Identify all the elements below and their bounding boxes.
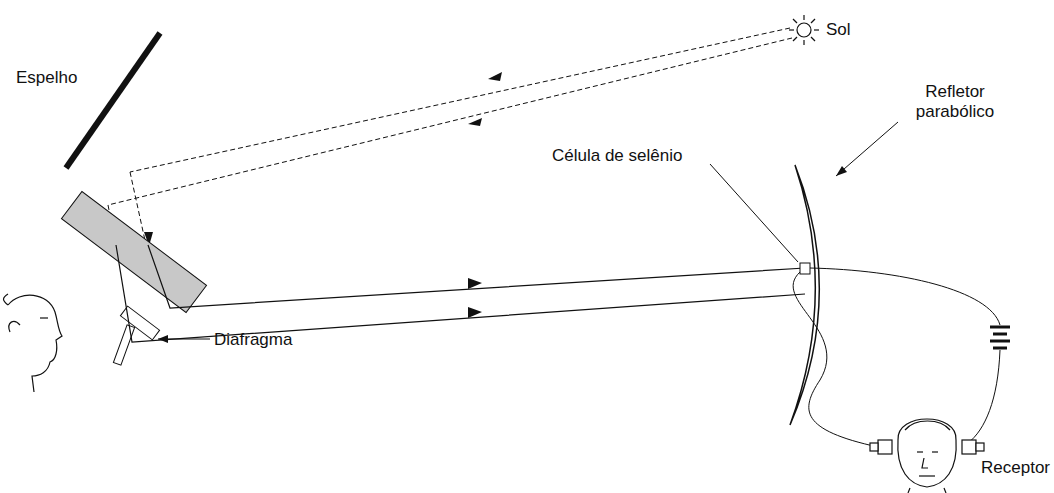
- selenium-cell: [800, 263, 810, 274]
- receiver-label: Receptor: [981, 458, 1050, 478]
- wires: [793, 268, 1000, 448]
- diaphragm-label: Diafragma: [214, 330, 292, 350]
- parabolic-reflector: [790, 165, 819, 425]
- light-beam: [116, 245, 805, 342]
- sun-label: Sol: [826, 20, 851, 40]
- leader-line: [836, 122, 898, 176]
- sun-rays: [108, 28, 792, 245]
- reflector-label: Refletor parabólico: [900, 82, 1010, 121]
- battery-symbol: [990, 327, 1010, 348]
- leader-line: [710, 164, 798, 262]
- cell-label: Célula de selênio: [552, 146, 682, 166]
- receiver-head: [870, 419, 984, 493]
- mirror-label: Espelho: [16, 68, 77, 88]
- speaker-head: [4, 294, 63, 392]
- sun-symbol: [789, 15, 819, 45]
- mirror: [66, 33, 160, 168]
